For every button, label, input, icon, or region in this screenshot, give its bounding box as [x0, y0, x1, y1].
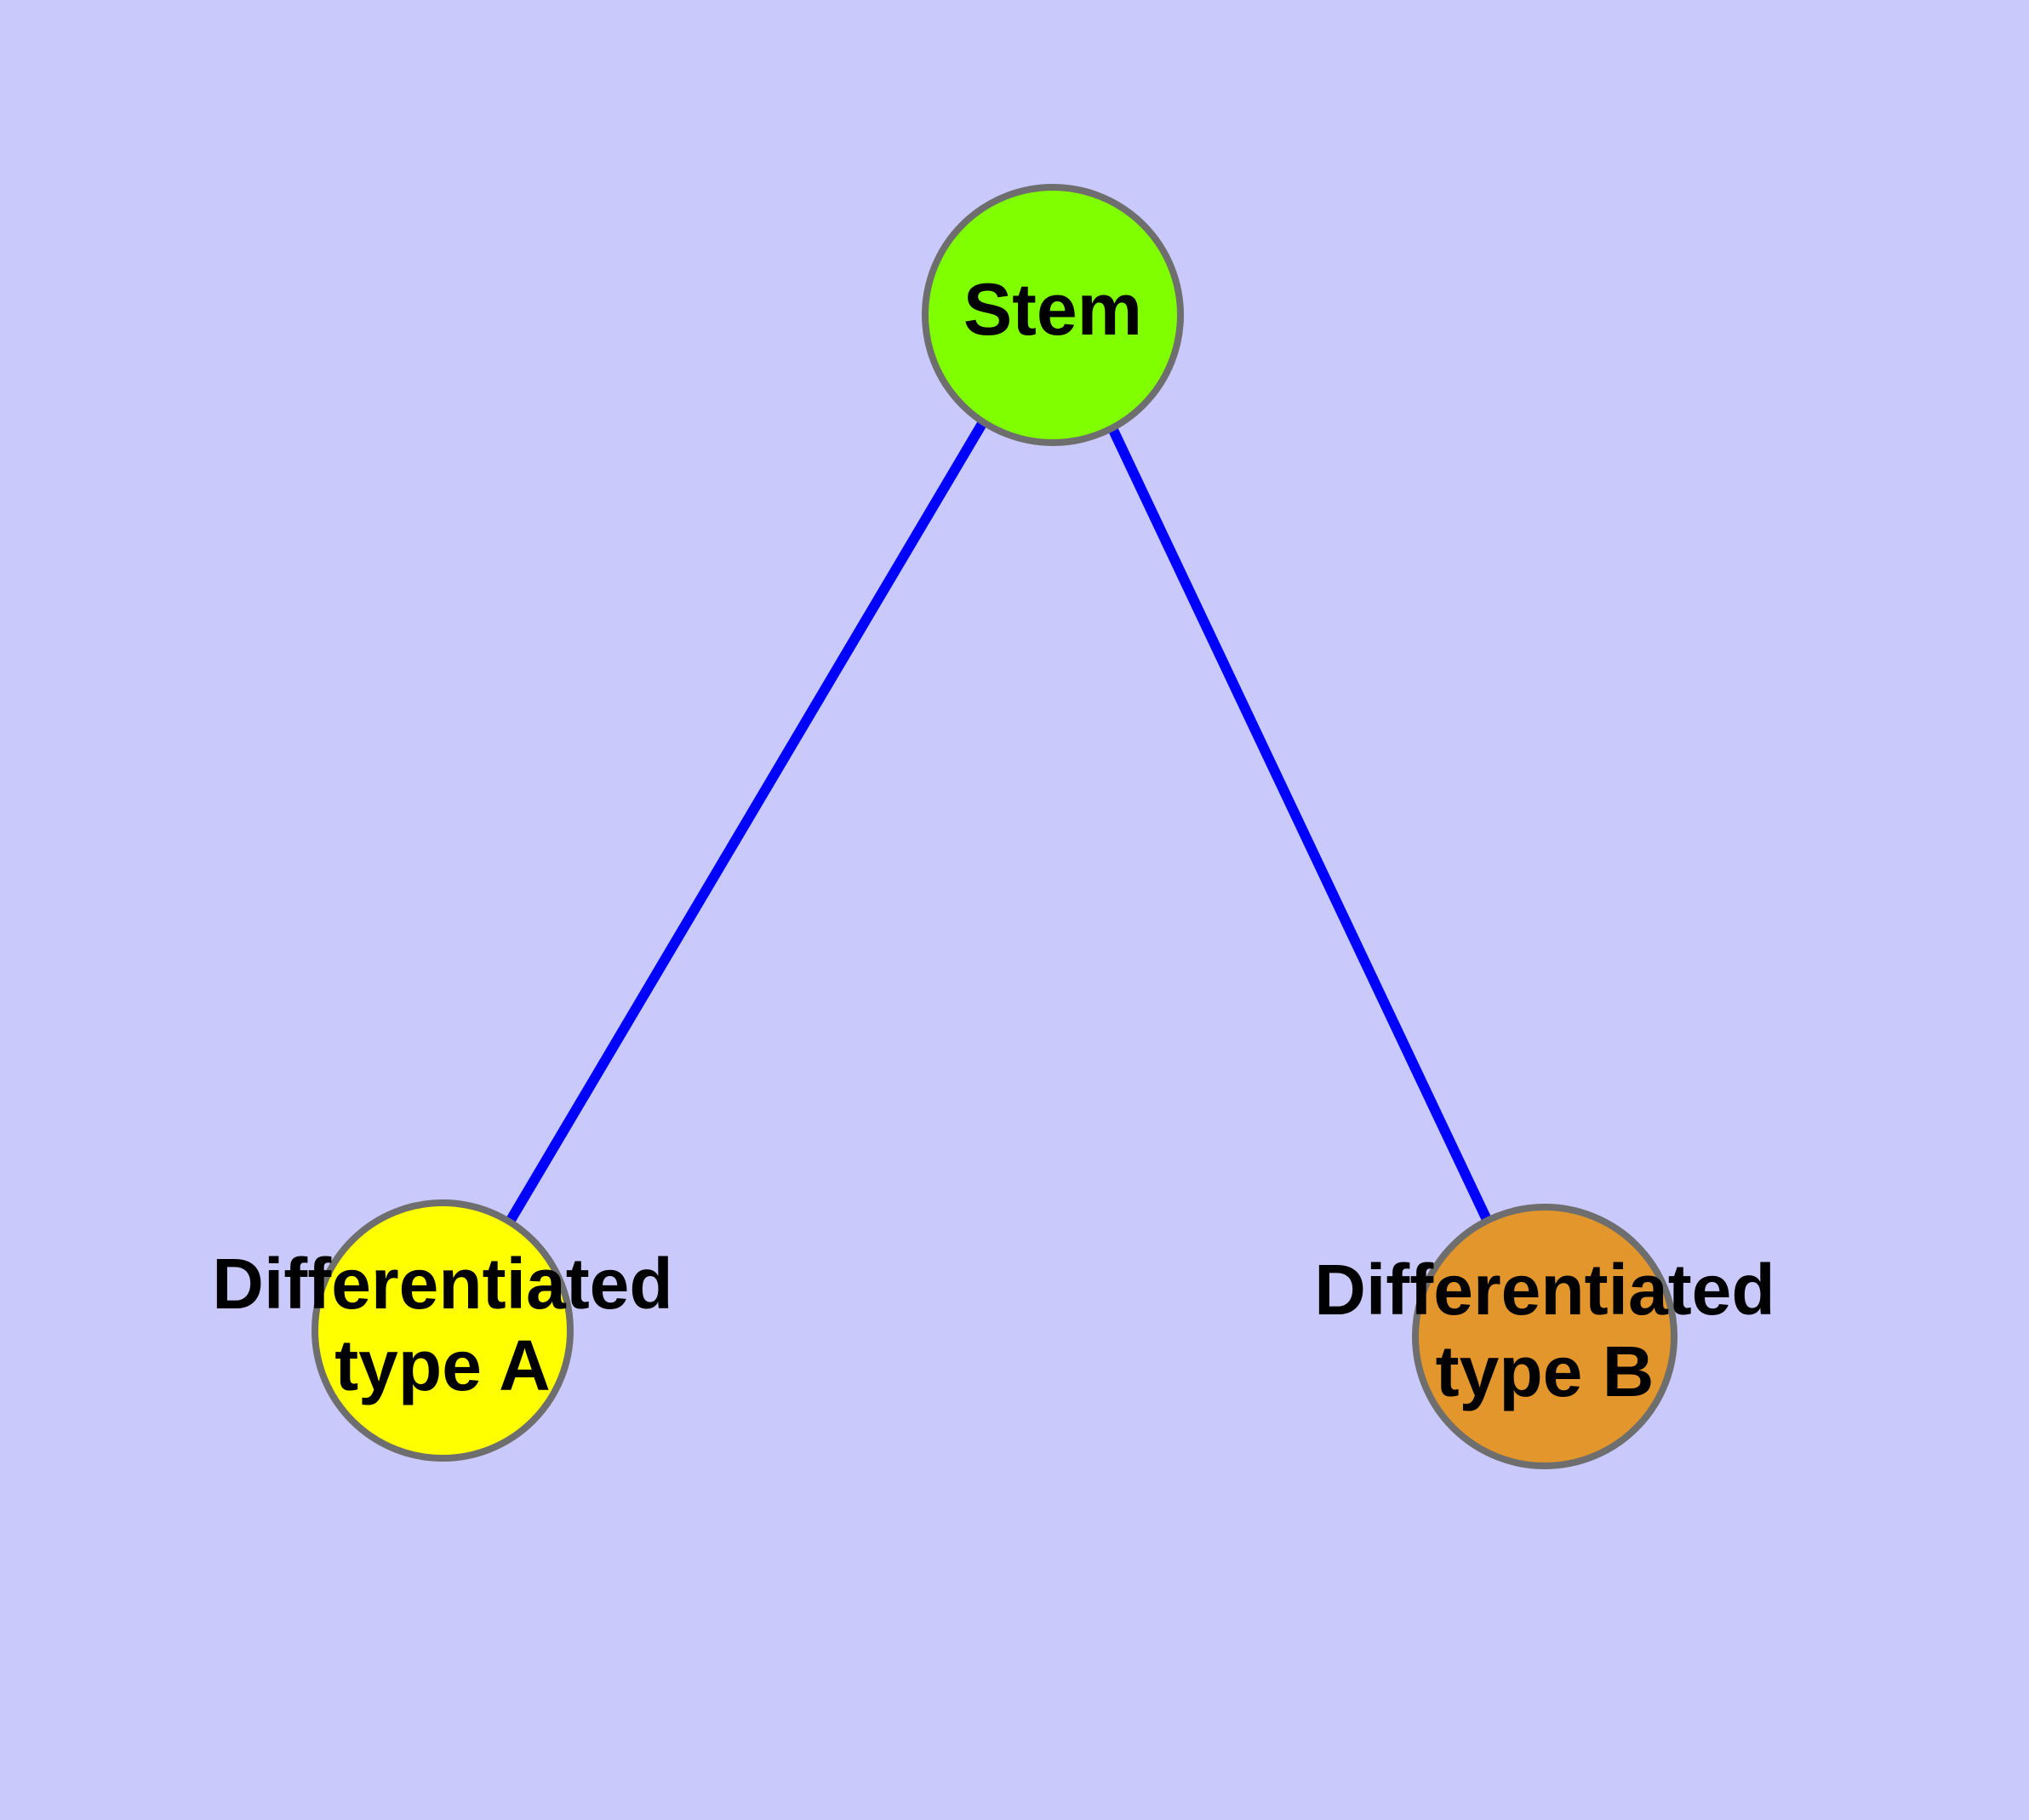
edges-layer — [505, 419, 1494, 1226]
graph-edge[interactable] — [1107, 426, 1494, 1226]
graph-node-diff_a[interactable] — [311, 1199, 574, 1462]
graph-edge[interactable] — [505, 419, 988, 1225]
graph-node-stem[interactable] — [922, 184, 1184, 446]
graph-node-label-line: Differentiated — [212, 1244, 672, 1324]
graph-node-label-line: type A — [334, 1325, 551, 1405]
graph-node-label-stem: Stem — [963, 269, 1142, 351]
graph-node-label-line: Stem — [963, 269, 1142, 351]
nodes-layer — [311, 184, 1677, 1469]
graph-node-label-line: type B — [1436, 1331, 1655, 1411]
graph-node-diff_b[interactable] — [1412, 1204, 1677, 1469]
graph-node-label-line: Differentiated — [1314, 1250, 1775, 1330]
